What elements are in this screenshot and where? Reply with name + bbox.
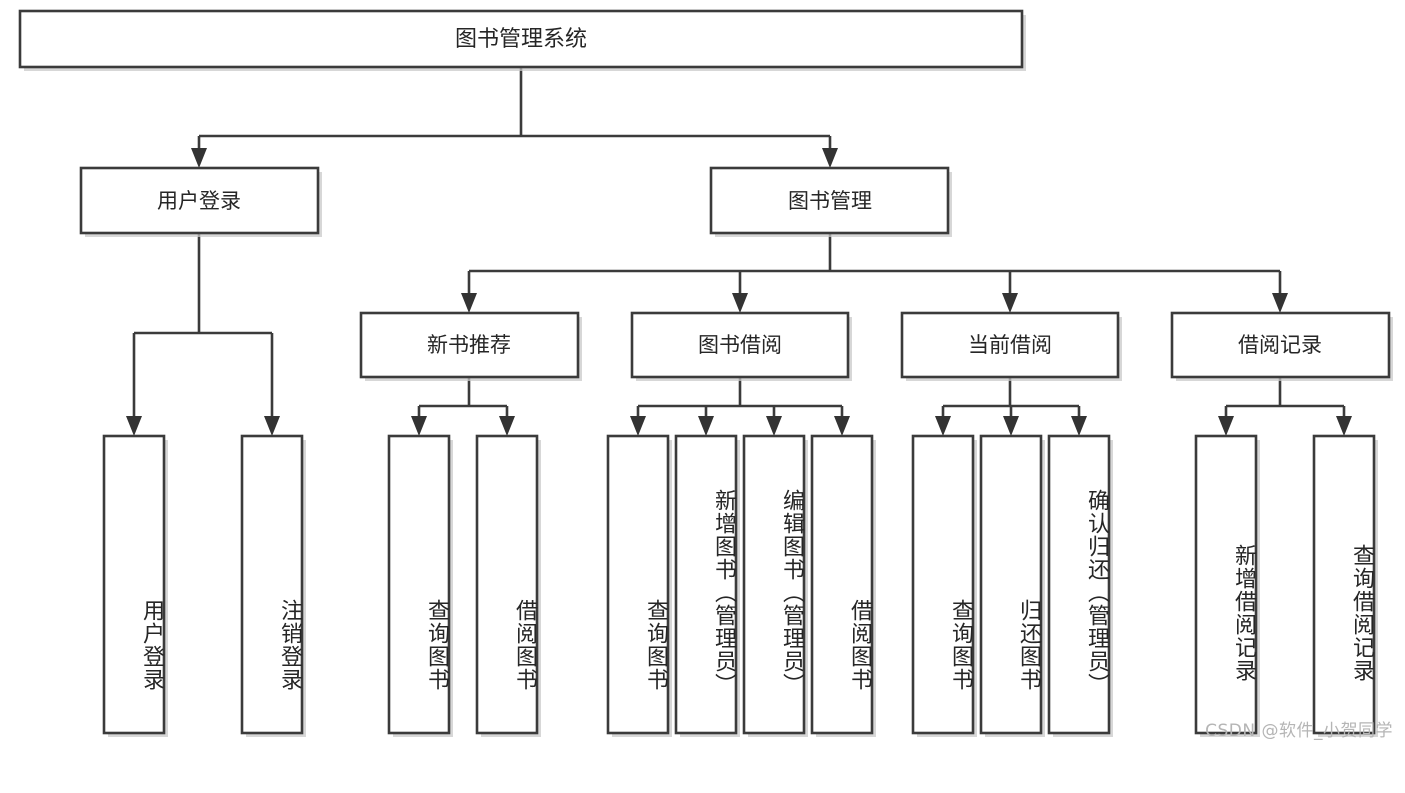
- node-leaf-borrow-edit-box[interactable]: [742, 434, 806, 735]
- node-user-login-box[interactable]: [79, 166, 320, 235]
- node-book-manage-label: 图书管理: [788, 189, 872, 213]
- arrow-to-leaf-borrow-lend: [834, 416, 850, 436]
- node-book-manage-box[interactable]: [709, 166, 950, 235]
- node-book-manage[interactable]: 图书管理: [709, 166, 950, 235]
- arrow-to-leaf-user-login: [126, 416, 142, 436]
- node-leaf-rec-add-box[interactable]: [1194, 434, 1258, 735]
- arrow-to-leaf-rec-query: [411, 416, 427, 436]
- arrow-to-leaf-cur-confirm: [1071, 416, 1087, 436]
- node-current-borrow[interactable]: 当前借阅: [900, 311, 1120, 379]
- node-leaf-rec-borrow-box[interactable]: [475, 434, 539, 735]
- leaf-box-layer[interactable]: [102, 434, 1376, 735]
- arrow-to-leaf-borrow-add: [698, 416, 714, 436]
- connector-layer: [126, 67, 1352, 436]
- node-root-label: 图书管理系统: [455, 27, 587, 52]
- arrow-to-leaf-user-logout: [264, 416, 280, 436]
- node-leaf-borrow-add-box[interactable]: [674, 434, 738, 735]
- node-current-borrow-label: 当前借阅: [968, 333, 1052, 357]
- node-user-login-label: 用户登录: [157, 189, 241, 213]
- csdn-watermark: CSDN @软件_小贺同学: [1205, 721, 1393, 741]
- node-book-borrow-box[interactable]: [630, 311, 850, 379]
- node-book-borrow[interactable]: 图书借阅: [630, 311, 850, 379]
- arrow-to-book-borrow: [732, 293, 748, 313]
- arrow-root-to-book-manage: [822, 148, 838, 168]
- node-leaf-cur-confirm-box[interactable]: [1047, 434, 1111, 735]
- node-leaf-user-login-box[interactable]: [102, 434, 166, 735]
- arrow-to-new-book-rec: [461, 293, 477, 313]
- tree-diagram-svg: 图书管理系统 用户登录 图书管理 新书推荐 图书借阅 当前借阅 借阅记录: [18, 9, 1393, 737]
- node-book-borrow-label: 图书借阅: [698, 333, 782, 357]
- arrow-to-leaf-borrow-edit: [766, 416, 782, 436]
- node-borrow-record-box[interactable]: [1170, 311, 1391, 379]
- diagram-canvas: 图书管理系统 用户登录 图书管理 新书推荐 图书借阅 当前借阅 借阅记录: [18, 9, 1393, 741]
- node-borrow-record[interactable]: 借阅记录: [1170, 311, 1391, 379]
- arrow-to-leaf-cur-return: [1003, 416, 1019, 436]
- node-leaf-borrow-query-box[interactable]: [606, 434, 670, 735]
- arrow-to-leaf-rec-borrow: [499, 416, 515, 436]
- arrow-to-borrow-record: [1272, 293, 1288, 313]
- node-root-box[interactable]: [18, 9, 1024, 69]
- node-new-book-rec-label: 新书推荐: [427, 333, 511, 357]
- arrow-to-leaf-borrow-query: [630, 416, 646, 436]
- node-borrow-record-label: 借阅记录: [1238, 333, 1322, 357]
- node-user-login[interactable]: 用户登录: [79, 166, 320, 235]
- node-leaf-borrow-lend-box[interactable]: [810, 434, 874, 735]
- node-leaf-user-logout-box[interactable]: [240, 434, 304, 735]
- arrow-root-to-user-login: [191, 148, 207, 168]
- arrow-to-leaf-cur-query: [935, 416, 951, 436]
- arrow-to-leaf-rec-query-record: [1336, 416, 1352, 436]
- arrow-to-current-borrow: [1002, 293, 1018, 313]
- node-current-borrow-box[interactable]: [900, 311, 1120, 379]
- node-leaf-rec-query-box[interactable]: [387, 434, 451, 735]
- node-leaf-rec-query-record-box[interactable]: [1312, 434, 1376, 735]
- arrow-to-leaf-rec-add: [1218, 416, 1234, 436]
- node-new-book-rec[interactable]: 新书推荐: [359, 311, 580, 379]
- node-leaf-cur-query-box[interactable]: [911, 434, 975, 735]
- node-root[interactable]: 图书管理系统: [18, 9, 1024, 69]
- node-leaf-cur-return-box[interactable]: [979, 434, 1043, 735]
- node-new-book-rec-box[interactable]: [359, 311, 580, 379]
